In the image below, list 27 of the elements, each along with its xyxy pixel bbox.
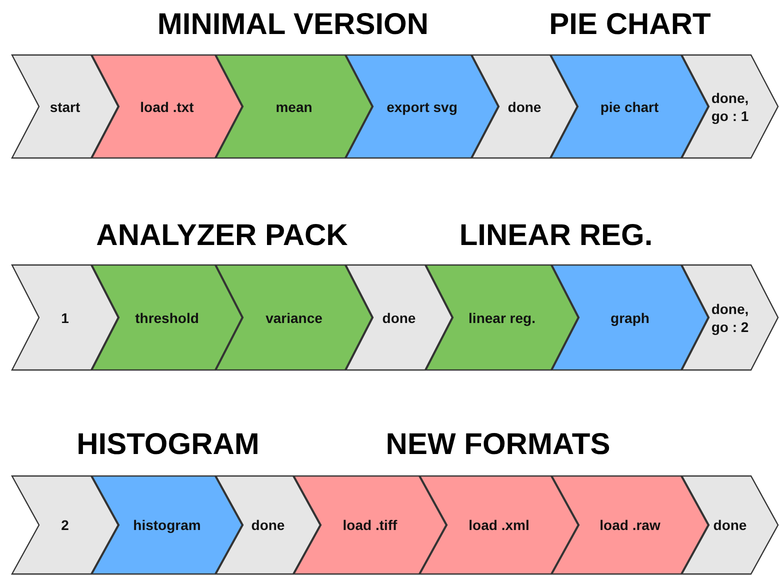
step-label: done [382, 308, 416, 326]
section-heading: ANALYZER PACK [96, 219, 348, 253]
step-label: 2 [61, 516, 69, 534]
step-label: done [713, 516, 747, 534]
step-label: pie chart [600, 98, 659, 116]
step-label: 1 [61, 308, 69, 326]
step-label: mean [276, 98, 312, 116]
step-label: done [508, 98, 542, 116]
step-label: variance [266, 308, 322, 326]
step-label: export svg [386, 98, 458, 116]
section-heading: LINEAR REG. [459, 219, 653, 253]
step-label: linear reg. [468, 308, 536, 326]
step-label: start [50, 98, 80, 116]
step-label: load .txt [140, 98, 194, 116]
section-heading: HISTOGRAM [76, 428, 260, 462]
step-label: done, go : 2 [710, 300, 750, 336]
step-label: load .raw [600, 516, 660, 534]
section-heading: PIE CHART [549, 8, 711, 42]
section-heading: MINIMAL VERSION [157, 8, 429, 42]
step-label: histogram [133, 516, 201, 534]
step-label: done [251, 516, 285, 534]
step-label: threshold [135, 308, 199, 326]
step-label: graph [610, 308, 650, 326]
section-heading: NEW FORMATS [386, 428, 610, 462]
step-label: load .tiff [342, 516, 398, 534]
step-label: done, go : 1 [710, 88, 750, 124]
step-label: load .xml [468, 516, 530, 534]
